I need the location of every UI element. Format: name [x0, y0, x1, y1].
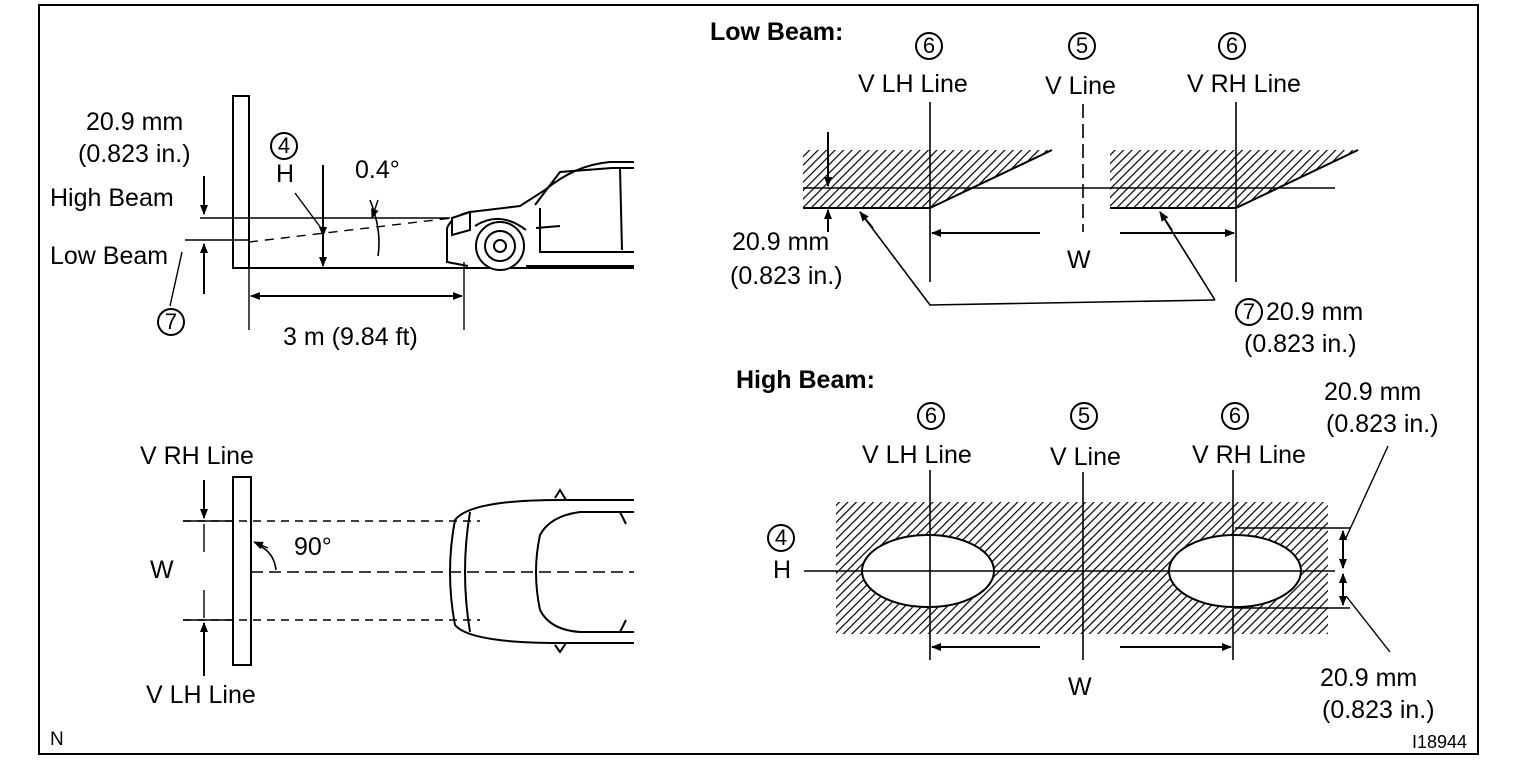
low-beam-title: Low Beam:	[710, 18, 844, 46]
low-beam-pattern-left	[803, 150, 1052, 208]
low-callout-6-right: 6	[1218, 32, 1246, 60]
side-h-label: H	[276, 160, 295, 188]
top-angle-label: 90°	[294, 533, 332, 561]
callout-4-side: 4	[270, 132, 298, 160]
low-callout-5: 5	[1068, 32, 1096, 60]
angle-arc	[369, 199, 380, 257]
side-offset-value: 20.9 mm	[86, 108, 184, 136]
low-w-label: W	[1067, 246, 1091, 274]
high-w-label: W	[1068, 673, 1092, 701]
high-upper-value: 20.9 mm	[1324, 378, 1422, 406]
top-w-label: W	[150, 556, 174, 584]
low-v-line-label: V Line	[1045, 72, 1116, 100]
corner-letter: N	[50, 729, 64, 750]
high-v-lh-label: V LH Line	[862, 441, 972, 469]
figure-id: I18944	[1412, 732, 1468, 752]
low-offset-value: 20.9 mm	[732, 228, 830, 256]
beam-center-dashed	[248, 217, 453, 243]
high-upper-value-in: (0.823 in.)	[1326, 410, 1439, 438]
high-lower-value-in: (0.823 in.)	[1322, 696, 1435, 724]
h-leader	[294, 192, 322, 229]
high-lower-value: 20.9 mm	[1320, 664, 1418, 692]
high-v-rh-label: V RH Line	[1192, 441, 1306, 469]
high-callout-6-right: 6	[1221, 402, 1249, 430]
diagram-frame	[38, 4, 1479, 755]
low-v-rh-label: V RH Line	[1187, 70, 1301, 98]
low-beam-label: Low Beam	[50, 242, 169, 270]
high-beam-title: High Beam:	[736, 366, 875, 394]
low-cutoff-value-in: (0.823 in.)	[1244, 330, 1357, 358]
high-beam-chart	[804, 445, 1391, 660]
side-distance-label: 3 m (9.84 ft)	[283, 323, 418, 351]
top-v-rh-label: V RH Line	[140, 442, 254, 470]
low-beam-pattern-right	[1110, 150, 1358, 208]
side-view	[169, 95, 634, 330]
low-callout-6-left: 6	[915, 32, 943, 60]
right-angle-arc	[257, 544, 277, 571]
high-h-label: H	[773, 556, 792, 584]
low-cutoff-value: 20.9 mm	[1266, 298, 1364, 326]
high-beam-label: High Beam	[50, 184, 174, 212]
high-callout-4: 4	[767, 524, 795, 552]
top-v-lh-label: V LH Line	[146, 681, 256, 709]
car-top-icon	[449, 488, 634, 654]
low-v-lh-label: V LH Line	[858, 70, 968, 98]
side-offset-value-in: (0.823 in.)	[78, 140, 191, 168]
high-v-line-label: V Line	[1050, 443, 1121, 471]
high-callout-5: 5	[1070, 402, 1098, 430]
low-callout-7: 7	[1235, 298, 1263, 326]
screen-top	[232, 476, 252, 666]
high-callout-6-left: 6	[917, 402, 945, 430]
top-view	[183, 476, 634, 676]
low-cutoff-leader	[859, 211, 1216, 306]
callout-7-side: 7	[157, 308, 185, 336]
car-side-icon	[446, 161, 634, 271]
low-beam-chart	[803, 102, 1359, 306]
side-angle-label: 0.4°	[355, 156, 400, 184]
low-offset-value-in: (0.823 in.)	[730, 262, 843, 290]
screen-side	[232, 95, 250, 269]
